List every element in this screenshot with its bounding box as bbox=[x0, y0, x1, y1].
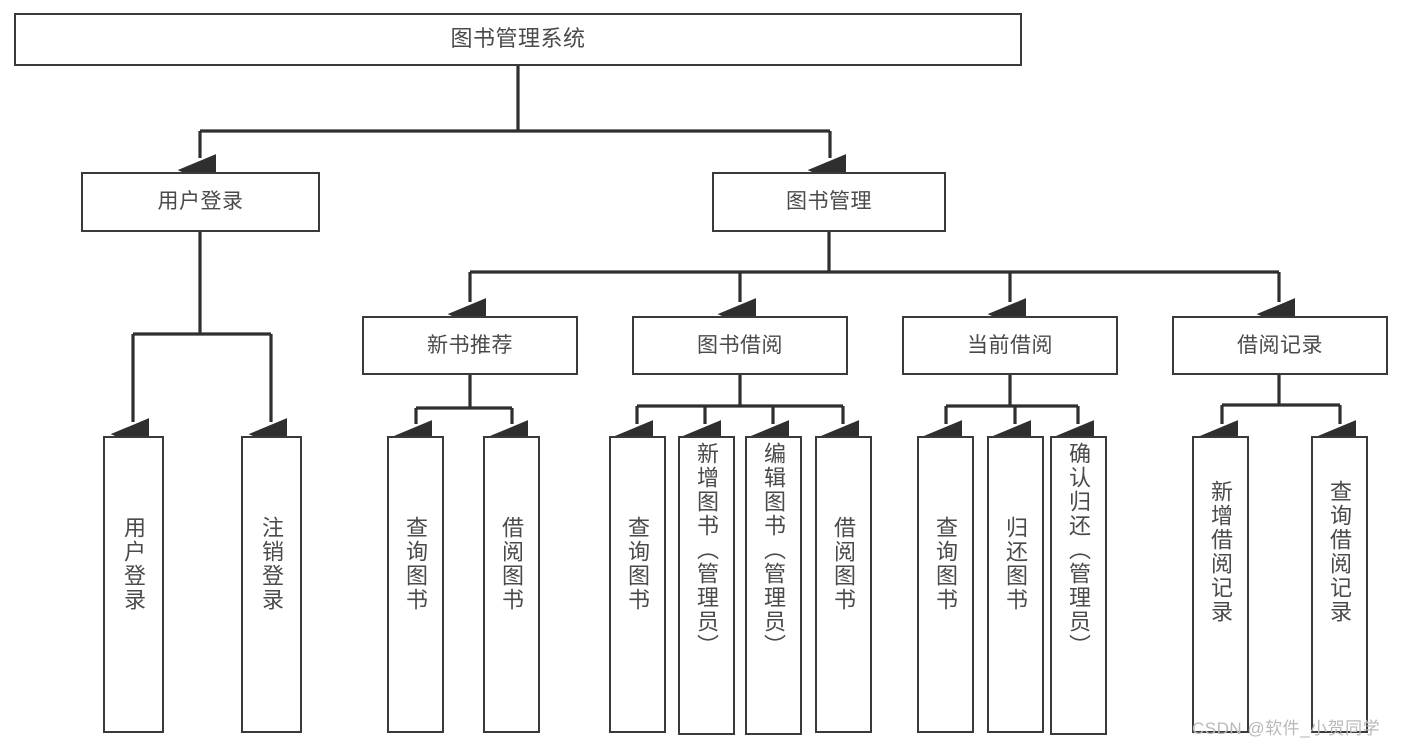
leaf-query-book-3-label: 查询图书 bbox=[933, 516, 959, 612]
leaf-add-book-label: 新增图书（管理员） bbox=[694, 442, 720, 658]
leaf-add-record-label: 新增借阅记录 bbox=[1208, 480, 1234, 624]
leaf-edit-book[interactable]: 编辑图书（管理员） bbox=[745, 436, 802, 735]
node-book-management[interactable]: 图书管理 bbox=[712, 172, 946, 232]
node-borrow-record-label: 借阅记录 bbox=[1237, 333, 1323, 357]
leaf-add-book[interactable]: 新增图书（管理员） bbox=[678, 436, 735, 735]
leaf-return-book[interactable]: 归还图书 bbox=[987, 436, 1044, 733]
node-user-login[interactable]: 用户登录 bbox=[81, 172, 320, 232]
leaf-query-book-3[interactable]: 查询图书 bbox=[917, 436, 974, 733]
leaf-query-book-2-label: 查询图书 bbox=[625, 516, 651, 612]
leaf-borrow-book-2-label: 借阅图书 bbox=[831, 516, 857, 612]
leaf-query-record[interactable]: 查询借阅记录 bbox=[1311, 436, 1368, 733]
node-borrow-record[interactable]: 借阅记录 bbox=[1172, 316, 1388, 375]
leaf-borrow-book-1-label: 借阅图书 bbox=[499, 516, 525, 612]
leaf-query-book-1-label: 查询图书 bbox=[403, 516, 429, 612]
leaf-user-login-label: 用户登录 bbox=[121, 516, 147, 612]
leaf-confirm-return-label: 确认归还（管理员） bbox=[1066, 442, 1092, 658]
node-new-book-recommend[interactable]: 新书推荐 bbox=[362, 316, 578, 375]
leaf-confirm-return[interactable]: 确认归还（管理员） bbox=[1050, 436, 1107, 735]
leaf-edit-book-label: 编辑图书（管理员） bbox=[761, 442, 787, 658]
leaf-add-record[interactable]: 新增借阅记录 bbox=[1192, 436, 1249, 733]
node-book-borrow-label: 图书借阅 bbox=[697, 333, 783, 357]
node-root-label: 图书管理系统 bbox=[450, 26, 586, 52]
leaf-borrow-book-1[interactable]: 借阅图书 bbox=[483, 436, 540, 733]
leaf-query-book-1[interactable]: 查询图书 bbox=[387, 436, 444, 733]
leaf-return-book-label: 归还图书 bbox=[1003, 516, 1029, 612]
node-book-management-label: 图书管理 bbox=[786, 190, 872, 214]
node-new-book-recommend-label: 新书推荐 bbox=[427, 333, 513, 357]
node-book-borrow[interactable]: 图书借阅 bbox=[632, 316, 848, 375]
leaf-user-login[interactable]: 用户登录 bbox=[103, 436, 164, 733]
node-current-borrow-label: 当前借阅 bbox=[967, 333, 1053, 357]
csdn-watermark: CSDN @软件_小贺同学 bbox=[1192, 719, 1381, 738]
leaf-logout-login-label: 注销登录 bbox=[259, 516, 285, 612]
leaf-logout-login[interactable]: 注销登录 bbox=[241, 436, 302, 733]
leaf-borrow-book-2[interactable]: 借阅图书 bbox=[815, 436, 872, 733]
node-root[interactable]: 图书管理系统 bbox=[14, 13, 1022, 66]
node-current-borrow[interactable]: 当前借阅 bbox=[902, 316, 1118, 375]
node-user-login-label: 用户登录 bbox=[157, 190, 244, 214]
leaf-query-record-label: 查询借阅记录 bbox=[1327, 480, 1353, 624]
leaf-query-book-2[interactable]: 查询图书 bbox=[609, 436, 666, 733]
